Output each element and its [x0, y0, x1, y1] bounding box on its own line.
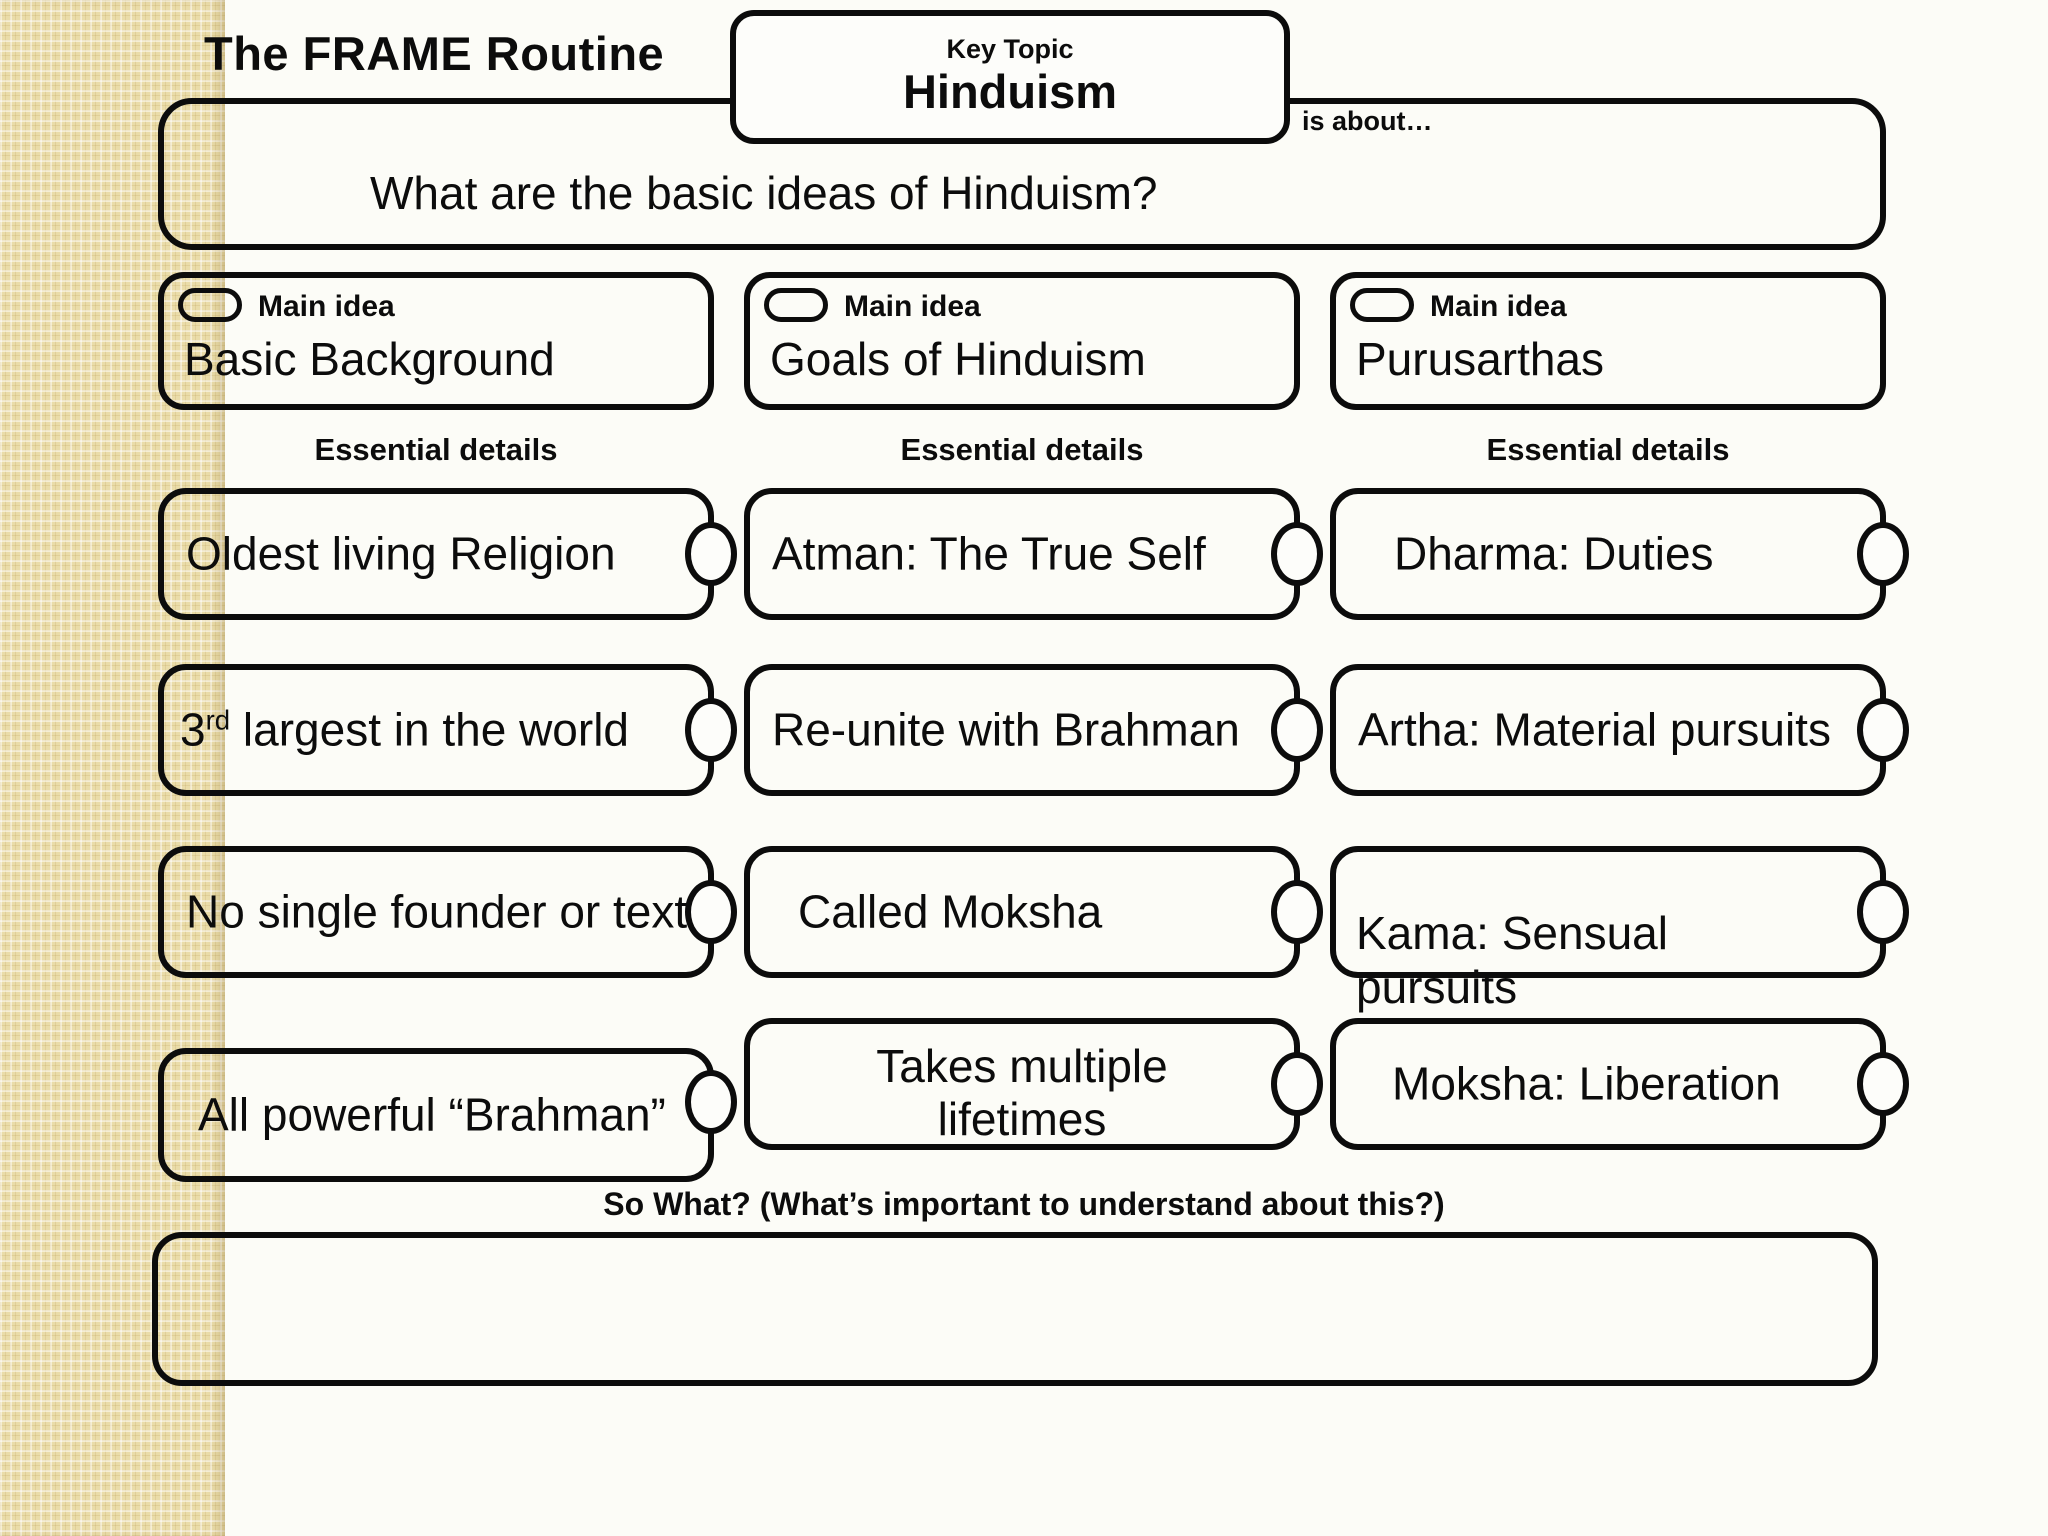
- connector-circle: [685, 698, 737, 762]
- detail-box-3rd-largest: 3rd largest in the world: [158, 664, 737, 796]
- connector-circle: [685, 522, 737, 586]
- detail-box-no-founder: No single founder or text: [158, 846, 737, 978]
- connector-circle: [1857, 522, 1909, 586]
- main-idea-box-3: Main idea Purusarthas: [1330, 272, 1886, 410]
- detail-box-oldest-religion: Oldest living Religion: [158, 488, 737, 620]
- detail-text: No single founder or text: [186, 885, 688, 938]
- key-topic-box: Key Topic Hinduism: [730, 10, 1290, 144]
- detail-text: Dharma: Duties: [1394, 527, 1714, 580]
- detail-box-artha: Artha: Material pursuits: [1330, 664, 1909, 796]
- detail-box-reunite-brahman: Re-unite with Brahman: [744, 664, 1323, 796]
- detail-text: Re-unite with Brahman: [772, 703, 1240, 756]
- so-what-prompt: So What? (What’s important to understand…: [603, 1186, 1445, 1222]
- main-idea-box-1: Main idea Basic Background: [158, 272, 714, 410]
- connector-circle: [685, 880, 737, 944]
- connector-circle: [1271, 698, 1323, 762]
- detail-text-line1: Kama: Sensual: [1356, 907, 1668, 959]
- connector-circle: [1271, 522, 1323, 586]
- is-about-question: What are the basic ideas of Hinduism?: [370, 167, 1158, 219]
- connector-circle: [685, 1070, 737, 1134]
- detail-text: All powerful “Brahman”: [198, 1088, 666, 1141]
- detail-text-superscript: rd: [205, 704, 231, 736]
- detail-text-post: largest in the world: [230, 703, 630, 756]
- connector-circle: [1857, 880, 1909, 944]
- main-idea-text: Goals of Hinduism: [770, 333, 1146, 385]
- key-topic-label: Key Topic: [946, 34, 1074, 65]
- detail-box-all-powerful-brahman: All powerful “Brahman”: [158, 1048, 737, 1182]
- detail-text-line1: Takes multiple: [876, 1040, 1168, 1092]
- detail-text: Artha: Material pursuits: [1358, 703, 1831, 756]
- main-idea-text: Purusarthas: [1356, 333, 1605, 385]
- is-about-text: is about…: [1302, 106, 1433, 136]
- detail-box-moksha-liberation: Moksha: Liberation: [1330, 1018, 1909, 1150]
- detail-box-multiple-lifetimes: Takes multiple lifetimes: [744, 1018, 1323, 1150]
- essential-details-header-3: Essential details: [1486, 432, 1730, 467]
- connector-circle: [1271, 1052, 1323, 1116]
- detail-text: Atman: The True Self: [772, 527, 1206, 580]
- slide-title: The FRAME Routine: [204, 27, 665, 80]
- connector-circle: [1271, 880, 1323, 944]
- connector-circle: [1857, 1052, 1909, 1116]
- detail-box-called-moksha: Called Moksha: [744, 846, 1323, 978]
- detail-text-pre: 3: [180, 703, 206, 756]
- essential-details-header-2: Essential details: [900, 432, 1144, 467]
- detail-text-line2: lifetimes: [937, 1093, 1107, 1146]
- main-idea-label: Main idea: [1430, 290, 1567, 323]
- detail-box-dharma: Dharma: Duties: [1330, 488, 1909, 620]
- detail-text: Kama: Sensual pursuits: [1356, 906, 1668, 1015]
- main-idea-text: Basic Background: [184, 333, 555, 385]
- detail-text-line2: pursuits: [1356, 961, 1518, 1014]
- main-idea-label: Main idea: [844, 290, 981, 323]
- detail-box-atman: Atman: The True Self: [744, 488, 1323, 620]
- main-idea-pill-icon: [764, 288, 828, 322]
- detail-text: Called Moksha: [798, 885, 1103, 938]
- main-idea-box-2: Main idea Goals of Hinduism: [744, 272, 1300, 410]
- connector-circle: [1857, 698, 1909, 762]
- detail-text: 3rd largest in the world: [180, 703, 630, 756]
- so-what-answer-box: [152, 1232, 1878, 1386]
- essential-details-header-1: Essential details: [314, 432, 558, 467]
- key-topic-value: Hinduism: [902, 64, 1118, 118]
- detail-text: Moksha: Liberation: [1392, 1057, 1781, 1110]
- main-idea-pill-icon: [1350, 288, 1414, 322]
- left-texture-panel: [0, 0, 225, 1536]
- detail-text: Oldest living Religion: [186, 527, 616, 580]
- main-idea-pill-icon: [178, 288, 242, 322]
- detail-text: Takes multiple lifetimes: [750, 1040, 1294, 1147]
- main-idea-label: Main idea: [258, 290, 395, 323]
- detail-box-kama: Kama: Sensual pursuits: [1330, 846, 1909, 1013]
